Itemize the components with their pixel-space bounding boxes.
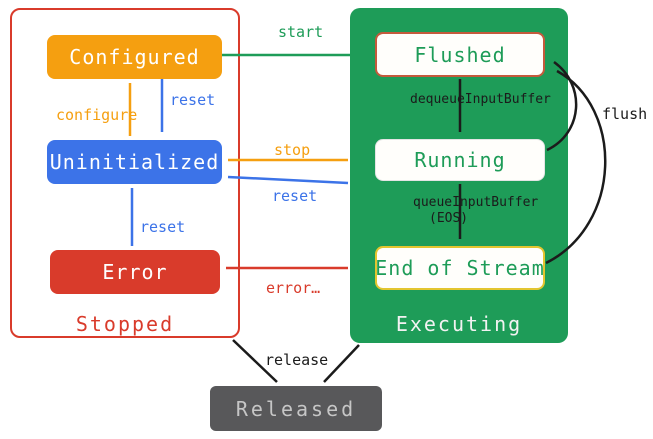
stopped-group: Configured Uninitialized Error Stopped bbox=[10, 8, 240, 338]
transition-label-reset-from-executing: reset bbox=[272, 187, 318, 205]
stopped-group-label: Stopped bbox=[75, 312, 175, 336]
executing-group: Flushed Running End of Stream Executing bbox=[350, 8, 568, 343]
transition-label-queue-input-buffer-eos: (EOS) bbox=[429, 211, 469, 226]
state-flushed: Flushed bbox=[375, 32, 545, 77]
transition-label-flush: flush bbox=[602, 105, 648, 123]
transition-label-error: error… bbox=[266, 279, 321, 297]
state-released: Released bbox=[210, 386, 382, 431]
transition-label-queue-input-buffer: queueInputBuffer bbox=[413, 195, 539, 210]
state-configured: Configured bbox=[47, 35, 222, 79]
arrow-release-from-executing bbox=[323, 344, 360, 383]
state-error: Error bbox=[50, 250, 220, 294]
executing-group-label: Executing bbox=[395, 312, 523, 336]
transition-label-stop: stop bbox=[274, 141, 311, 159]
state-uninitialized: Uninitialized bbox=[47, 140, 222, 184]
state-running: Running bbox=[375, 139, 545, 181]
transition-label-start: start bbox=[278, 23, 324, 41]
transition-label-reset-from-configured: reset bbox=[170, 91, 216, 109]
transition-label-reset-from-error: reset bbox=[140, 218, 186, 236]
state-end-of-stream: End of Stream bbox=[375, 246, 545, 290]
transition-label-dequeue-input-buffer: dequeueInputBuffer bbox=[410, 92, 551, 107]
transition-label-configure: configure bbox=[56, 106, 138, 124]
arrow-reset-from-executing bbox=[227, 175, 349, 185]
transition-label-release: release bbox=[265, 351, 329, 369]
